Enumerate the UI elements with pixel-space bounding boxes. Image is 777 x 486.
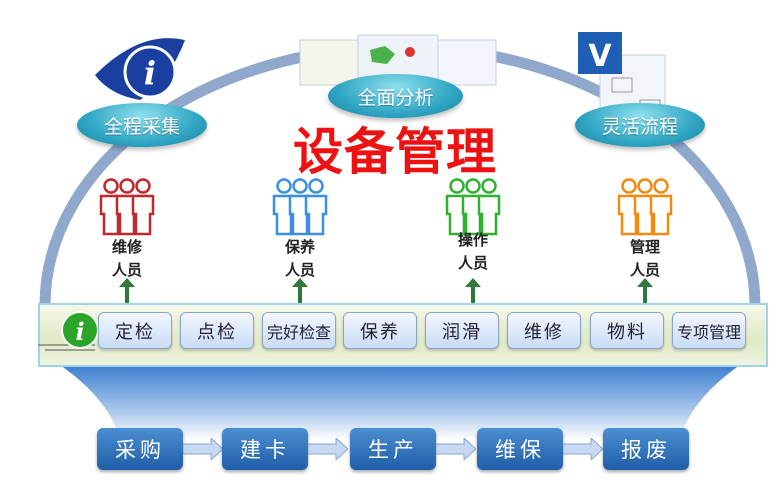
personnel-label-line: 维修: [111, 238, 142, 256]
module-button-1[interactable]: 点检: [180, 312, 254, 349]
lifecycle-step-4[interactable]: 报废: [603, 428, 689, 470]
people-group-icon: [99, 178, 155, 303]
up-arrow-icon: [292, 278, 308, 303]
module-button-7[interactable]: 专项管理: [672, 312, 746, 349]
people-group-icon: [617, 178, 673, 303]
personnel-label-maintenance: 保养人员: [270, 236, 330, 282]
flow-arrow-icon: [308, 438, 348, 460]
personnel-icons: [99, 178, 673, 303]
module-button-6[interactable]: 物料: [590, 312, 664, 349]
personnel-label-repair: 维修人员: [97, 236, 157, 282]
personnel-label-line: 人员: [629, 261, 660, 279]
personnel-label-line: 人员: [111, 261, 142, 279]
svg-text:i: i: [144, 54, 156, 92]
up-arrow-icon: [637, 278, 653, 303]
personnel-label-line: 人员: [457, 254, 488, 272]
up-arrow-icon: [119, 278, 135, 303]
personnel-label-line: 保养: [284, 238, 315, 256]
flow-arrow-icon: [436, 438, 476, 460]
info-eye-icon: i: [95, 38, 185, 100]
page-title: 设备管理: [293, 123, 497, 181]
funnel: [60, 365, 740, 440]
feature-flexible-process: 灵活流程: [575, 103, 705, 147]
info-green-icon: i: [38, 311, 98, 351]
feature-full-collection: 全程采集: [77, 103, 207, 147]
flow-arrow-icon: [563, 438, 603, 460]
personnel-label-line: 操作: [457, 231, 488, 249]
people-group-icon: [272, 178, 328, 303]
people-group-icon: [445, 178, 501, 303]
module-button-4[interactable]: 润滑: [425, 312, 499, 349]
personnel-label-operation: 操作人员: [443, 229, 503, 275]
module-button-2[interactable]: 完好检查: [262, 312, 336, 349]
feature-full-analysis: 全面分析: [328, 74, 463, 118]
module-button-3[interactable]: 保养: [343, 312, 417, 349]
personnel-label-line: 人员: [284, 261, 315, 279]
module-button-0[interactable]: 定检: [98, 312, 172, 349]
flow-arrow-icon: [183, 438, 223, 460]
module-button-5[interactable]: 维修: [507, 312, 581, 349]
personnel-label-management: 管理人员: [615, 236, 675, 282]
lifecycle-step-2[interactable]: 生产: [350, 428, 436, 470]
personnel-label-line: 管理: [629, 238, 660, 256]
up-arrow-icon: [465, 278, 481, 303]
svg-text:V: V: [588, 39, 612, 74]
lifecycle-step-3[interactable]: 维保: [477, 428, 563, 470]
svg-text:i: i: [75, 317, 84, 346]
lifecycle-step-0[interactable]: 采购: [97, 428, 183, 470]
lifecycle-step-1[interactable]: 建卡: [222, 428, 308, 470]
